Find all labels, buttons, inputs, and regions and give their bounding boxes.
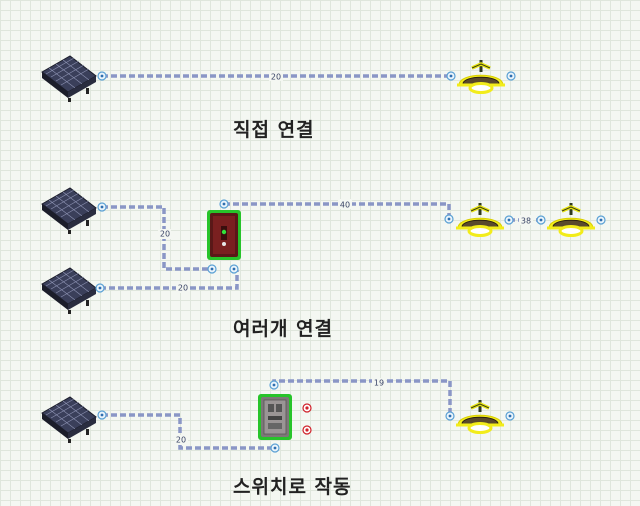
ceiling-lamp-icon[interactable] xyxy=(454,201,506,238)
wire-switch-left[interactable] xyxy=(102,413,275,450)
ceiling-lamp-icon[interactable] xyxy=(455,58,507,95)
switch-control-port-on[interactable] xyxy=(302,403,312,413)
lamp-input-port[interactable] xyxy=(446,71,456,81)
caption-multiple-connection: 여러개 연결 xyxy=(233,318,334,340)
section-direct: 20 xyxy=(41,55,516,103)
lamp-input-port[interactable] xyxy=(445,411,455,421)
wire-label-direct: 20 xyxy=(271,73,281,82)
lamp-input-port[interactable] xyxy=(444,214,454,224)
solar-output-port[interactable] xyxy=(97,71,107,81)
lamp-output-port[interactable] xyxy=(505,411,515,421)
battery-input-port-b[interactable] xyxy=(229,264,239,274)
solar-output-port[interactable] xyxy=(95,283,105,293)
ceiling-lamp-icon[interactable] xyxy=(545,201,597,238)
switch-input-port[interactable] xyxy=(270,443,280,453)
section-multi: 20 20 40 38 xyxy=(41,187,606,315)
wire-label-multi-main: 40 xyxy=(340,201,350,210)
wire-multi-main[interactable] xyxy=(224,202,451,219)
caption-switch-operation: 스위치로 작동 xyxy=(233,476,352,498)
switch-output-port[interactable] xyxy=(269,380,279,390)
wire-label-switch-right: 19 xyxy=(374,379,384,388)
battery-icon[interactable] xyxy=(207,210,241,260)
wire-multi-left-b[interactable] xyxy=(100,270,239,290)
solar-output-port[interactable] xyxy=(97,410,107,420)
solar-output-port[interactable] xyxy=(97,202,107,212)
wire-label-multi-between-lamps: 38 xyxy=(521,217,531,226)
battery-input-port-a[interactable] xyxy=(207,264,217,274)
switch-control-port-off[interactable] xyxy=(302,425,312,435)
lamp-output-port[interactable] xyxy=(596,215,606,225)
lamp-output-port[interactable] xyxy=(504,215,514,225)
wire-multi-left-a[interactable] xyxy=(102,205,212,271)
solar-panel-icon[interactable] xyxy=(41,55,97,103)
solar-panel-icon[interactable] xyxy=(41,396,97,444)
wire-label-multi-left-a: 20 xyxy=(160,230,170,239)
lamp-output-port[interactable] xyxy=(506,71,516,81)
solar-panel-icon[interactable] xyxy=(41,267,97,315)
battery-output-port[interactable] xyxy=(219,199,229,209)
section-switch: 20 19 xyxy=(41,378,515,453)
ceiling-lamp-icon[interactable] xyxy=(454,398,506,435)
lamp-input-port[interactable] xyxy=(536,215,546,225)
caption-direct-connection: 직접 연결 xyxy=(233,119,315,141)
wire-switch-right[interactable] xyxy=(272,379,452,416)
wire-label-multi-left-b: 20 xyxy=(178,284,188,293)
solar-panel-icon[interactable] xyxy=(41,187,97,235)
wire-label-switch-left: 20 xyxy=(176,436,186,445)
switch-box-icon[interactable] xyxy=(258,394,292,440)
